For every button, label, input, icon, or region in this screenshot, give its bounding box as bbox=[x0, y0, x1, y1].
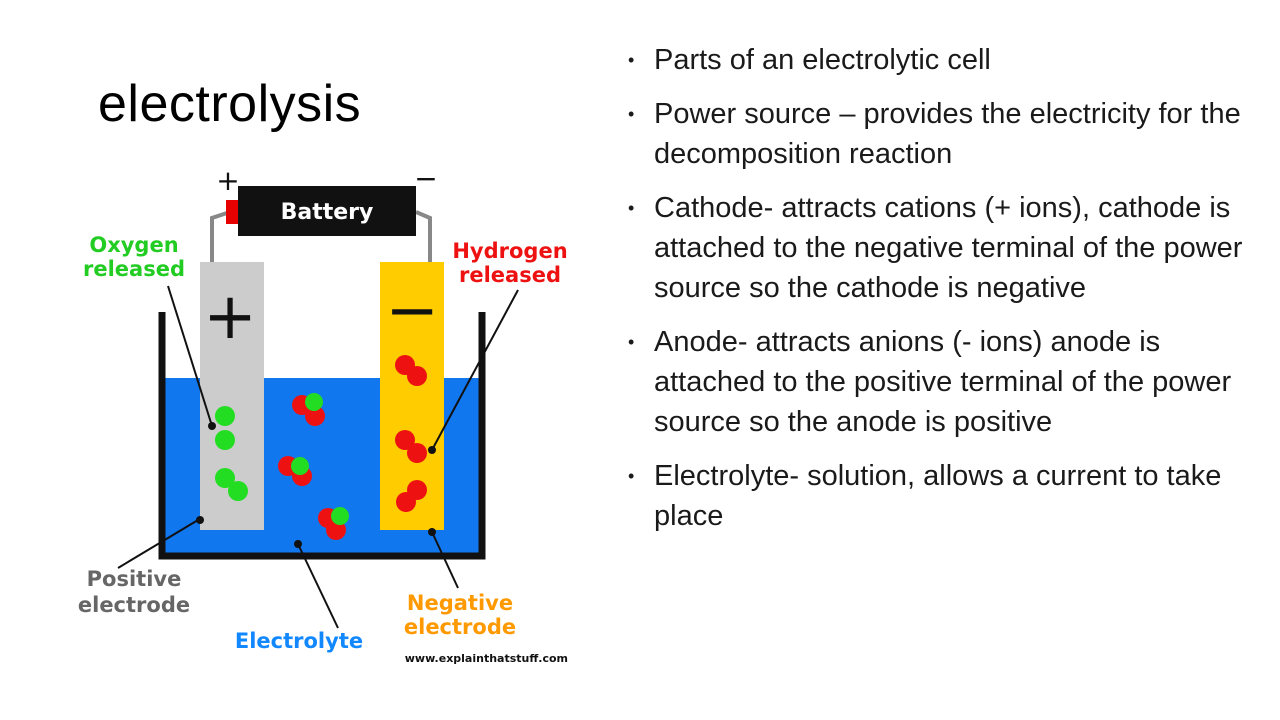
battery-minus-sign: − bbox=[414, 162, 437, 195]
hydrogen-label-line2: released bbox=[459, 263, 561, 287]
cathode-wire bbox=[415, 210, 432, 262]
hydrogen-label-line1: Hydrogen bbox=[452, 239, 567, 263]
water-molecules bbox=[278, 393, 349, 540]
oxygen-molecules bbox=[215, 406, 248, 501]
battery-label: Battery bbox=[281, 200, 374, 225]
anode-plus-sign: + bbox=[203, 280, 257, 354]
battery-positive-cap bbox=[226, 200, 238, 224]
credit-text: www.explainthatstuff.com bbox=[405, 652, 568, 665]
positive-electrode-label-line1: Positive bbox=[87, 567, 182, 591]
label-pointers bbox=[117, 285, 519, 629]
bullet-dot-icon: • bbox=[628, 104, 635, 124]
bullet-item: • Electrolyte- solution, allows a current… bbox=[628, 456, 1248, 536]
bullet-dot-icon: • bbox=[628, 332, 635, 352]
negative-electrode-label-line2: electrode bbox=[404, 615, 516, 639]
battery bbox=[238, 186, 416, 236]
container-beaker bbox=[158, 312, 486, 560]
bullet-item: • Cathode- attracts cations (+ ions), cat… bbox=[628, 188, 1248, 308]
bullet-list: • Parts of an electrolytic cell • Power so… bbox=[628, 40, 1248, 550]
hydrogen-molecules bbox=[395, 355, 427, 512]
bullet-dot-icon: • bbox=[628, 50, 635, 70]
bullet-text: Parts of an electrolytic cell bbox=[654, 44, 991, 76]
bullet-text: Cathode- attracts cations (+ ions), cath… bbox=[654, 192, 1243, 304]
bullet-dot-icon: • bbox=[628, 198, 635, 218]
bullet-item: • Parts of an electrolytic cell bbox=[628, 40, 1248, 80]
cathode-minus-sign: − bbox=[385, 274, 439, 348]
pointer-dots bbox=[196, 422, 436, 548]
anode-wire bbox=[210, 210, 231, 262]
bullet-text: Power source – provides the electricity … bbox=[654, 98, 1241, 170]
electrolysis-diagram: Battery + − + − bbox=[70, 160, 590, 670]
bullet-item: • Power source – provides the electricity… bbox=[628, 94, 1248, 174]
bullet-text: Anode- attracts anions (- ions) anode is… bbox=[654, 326, 1232, 438]
bullet-item: • Anode- attracts anions (- ions) anode i… bbox=[628, 322, 1248, 442]
negative-electrode-label-line1: Negative bbox=[407, 591, 513, 615]
electrolytic-cell-illustration: Battery + − + − bbox=[78, 162, 568, 665]
slide-title: electrolysis bbox=[98, 75, 362, 133]
battery-plus-sign: + bbox=[216, 164, 239, 197]
electrolyte-label: Electrolyte bbox=[235, 629, 363, 653]
bullet-dot-icon: • bbox=[628, 466, 635, 486]
oxygen-label-line2: released bbox=[83, 257, 185, 281]
bullet-text: Electrolyte- solution, allows a current … bbox=[654, 460, 1222, 532]
positive-electrode-label-line2: electrode bbox=[78, 593, 190, 617]
oxygen-label-line1: Oxygen bbox=[89, 233, 178, 257]
